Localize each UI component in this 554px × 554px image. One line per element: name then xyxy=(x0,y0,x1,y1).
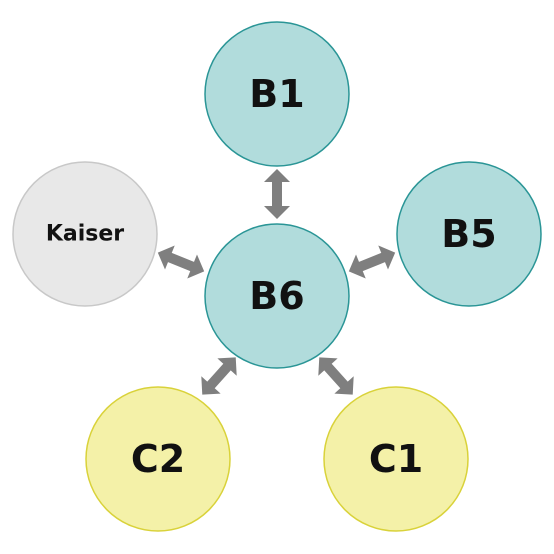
connector-b6-c1 xyxy=(318,357,354,395)
node-b1-circle xyxy=(204,21,350,167)
node-b6-label: B6 xyxy=(249,274,304,318)
node-kaiser-label: Kaiser xyxy=(46,222,124,247)
connectors xyxy=(157,169,396,395)
connector-b6-kaiser xyxy=(157,245,205,279)
node-c1-circle xyxy=(323,386,469,532)
node-b1-label: B1 xyxy=(249,72,304,116)
node-c1: C1 xyxy=(323,386,469,532)
node-b5-label: B5 xyxy=(441,212,496,256)
connector-b6-c2 xyxy=(201,357,237,395)
node-kaiser: Kaiser xyxy=(12,161,158,307)
node-b5: B5 xyxy=(396,161,542,307)
node-c1-label: C1 xyxy=(369,437,423,481)
node-b6-circle xyxy=(204,223,350,369)
connector-b6-b1 xyxy=(264,169,290,219)
connector-b6-b5 xyxy=(348,245,396,279)
node-kaiser-circle xyxy=(12,161,158,307)
node-b1: B1 xyxy=(204,21,350,167)
node-c2-label: C2 xyxy=(131,437,185,481)
node-c2-circle xyxy=(85,386,231,532)
node-c2: C2 xyxy=(85,386,231,532)
node-b5-circle xyxy=(396,161,542,307)
node-b6: B6 xyxy=(204,223,350,369)
